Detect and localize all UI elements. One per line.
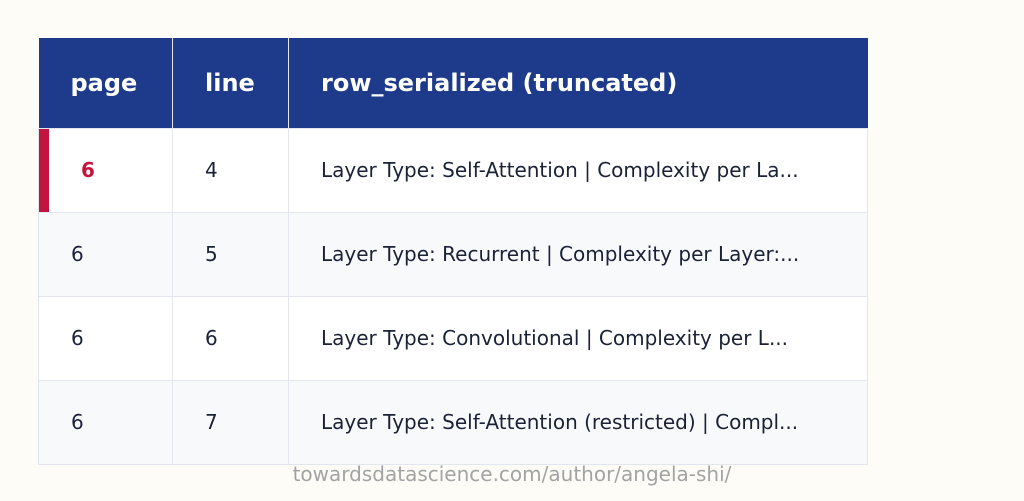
table-row: 6 4 Layer Type: Self-Attention | Complex… — [38, 127, 868, 213]
table-body: 6 4 Layer Type: Self-Attention | Complex… — [38, 127, 868, 465]
table-row: 6 6 Layer Type: Convolutional | Complexi… — [38, 295, 868, 381]
page-cell-highlighted: 6 — [38, 127, 173, 213]
page-cell: 6 — [38, 295, 173, 381]
header-row-serialized: row_serialized (truncated) — [288, 38, 868, 129]
page-value: 6 — [81, 158, 95, 182]
header-line: line — [172, 38, 289, 129]
page-cell: 6 — [38, 211, 173, 297]
header-page: page — [38, 38, 173, 129]
page-cell: 6 — [38, 379, 173, 465]
line-cell: 4 — [172, 127, 289, 213]
source-caption: towardsdatascience.com/author/angela-shi… — [292, 462, 732, 486]
header-row: page line row_serialized (truncated) — [38, 38, 868, 129]
line-cell: 7 — [172, 379, 289, 465]
row-serialized-cell: Layer Type: Self-Attention (restricted) … — [288, 379, 868, 465]
table-row: 6 7 Layer Type: Self-Attention (restrict… — [38, 379, 868, 465]
table-header: page line row_serialized (truncated) — [38, 38, 868, 129]
data-table: page line row_serialized (truncated) 6 4… — [38, 38, 868, 465]
row-serialized-cell: Layer Type: Convolutional | Complexity p… — [288, 295, 868, 381]
row-serialized-cell: Layer Type: Self-Attention | Complexity … — [288, 127, 868, 213]
highlight-marker — [39, 129, 49, 211]
line-cell: 5 — [172, 211, 289, 297]
row-serialized-cell: Layer Type: Recurrent | Complexity per L… — [288, 211, 868, 297]
table-row: 6 5 Layer Type: Recurrent | Complexity p… — [38, 211, 868, 297]
line-cell: 6 — [172, 295, 289, 381]
